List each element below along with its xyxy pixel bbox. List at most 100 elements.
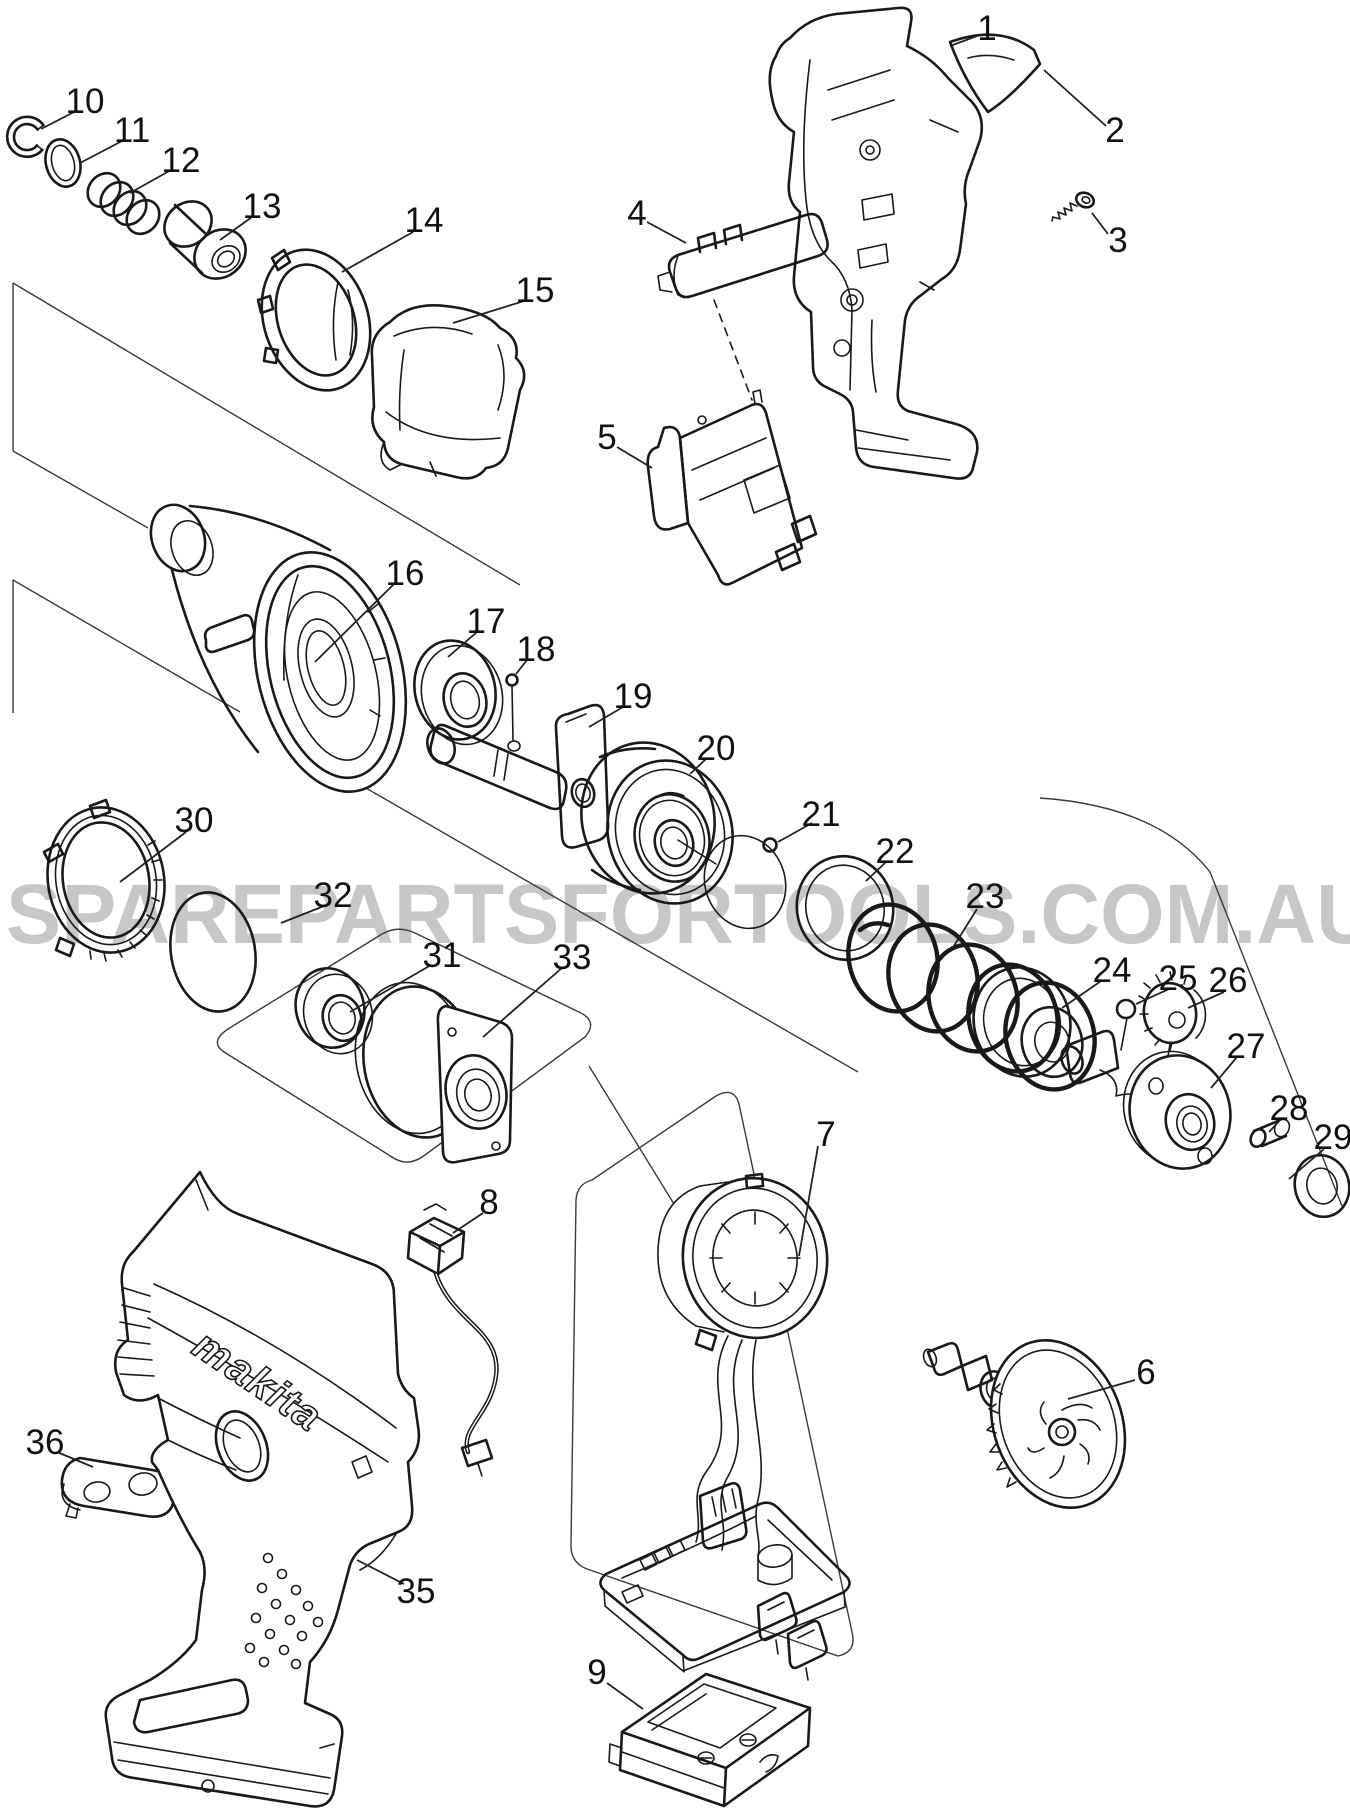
part-label-22: 22 <box>876 832 915 871</box>
leader-line-31 <box>349 964 432 1013</box>
part-16-hammer-case <box>149 503 408 793</box>
watermark-text: SPAREPARTSFORTOOLS.COM.AU <box>6 867 1350 961</box>
part-label-12: 12 <box>162 141 201 180</box>
part-label-35: 35 <box>397 1572 436 1611</box>
leader-line-9 <box>606 1682 644 1710</box>
part-8-lead-wire <box>406 1203 499 1477</box>
part-4-change-button <box>657 212 829 401</box>
leader-line-16 <box>314 583 395 663</box>
part-14-ring-bumper <box>256 248 372 392</box>
leader-line-18 <box>515 659 528 675</box>
part-label-7: 7 <box>816 1115 835 1154</box>
leader-line-22 <box>865 861 887 882</box>
part-35-housing: makita <box>104 1170 421 1808</box>
part-21-ball-cam-plate <box>703 834 787 930</box>
leader-line-14 <box>341 231 414 273</box>
part-label-36: 36 <box>26 1423 65 1462</box>
part-18-ball <box>505 673 521 752</box>
part-label-31: 31 <box>423 936 462 975</box>
leader-line-10 <box>40 110 77 130</box>
part-20-hammer <box>580 741 734 905</box>
leader-line-25 <box>1135 988 1170 1005</box>
part-3-screw <box>1051 191 1096 222</box>
leader-line-33 <box>482 966 564 1038</box>
leader-line-5 <box>616 446 653 469</box>
grip-dots <box>244 1552 324 1670</box>
part-label-10: 10 <box>66 82 105 121</box>
leader-line-19 <box>588 706 624 728</box>
part-label-13: 13 <box>243 187 282 226</box>
part-label-15: 15 <box>516 271 555 310</box>
part-label-14: 14 <box>405 201 444 240</box>
part-7-motor-assembly <box>599 1172 851 1681</box>
part-label-18: 18 <box>517 630 556 669</box>
part-17-washer <box>413 639 504 746</box>
part-22-ring <box>795 854 895 962</box>
leader-line-20 <box>689 758 707 775</box>
part-label-30: 30 <box>175 801 214 840</box>
part-label-23: 23 <box>966 877 1005 916</box>
part-label-28: 28 <box>1270 1089 1309 1128</box>
part-label-21: 21 <box>802 795 841 834</box>
leader-line-36 <box>56 1451 94 1468</box>
part-28-pin <box>1249 1118 1291 1148</box>
part-23-spring <box>846 902 1097 1092</box>
part-label-4: 4 <box>627 194 646 233</box>
leader-line-13 <box>219 216 253 241</box>
part-10-snap-ring <box>5 115 45 159</box>
leader-line-1 <box>949 35 978 47</box>
part-25-ball <box>1115 998 1137 1051</box>
part-label-1: 1 <box>977 9 996 48</box>
part-label-8: 8 <box>479 1183 498 1222</box>
part-1-housing-half <box>768 6 984 480</box>
leader-line-8 <box>452 1212 484 1234</box>
part-label-24: 24 <box>1093 951 1132 990</box>
part-33-anvil <box>354 981 514 1164</box>
part-5-switch <box>646 389 818 586</box>
leader-line-2 <box>1043 69 1107 127</box>
leader-line-17 <box>447 631 478 658</box>
part-24-washers <box>972 966 1084 1079</box>
leader-line-35 <box>356 1559 405 1585</box>
part-label-26: 26 <box>1209 961 1248 1000</box>
part-label-9: 9 <box>587 1653 606 1692</box>
part-label-29: 29 <box>1314 1118 1350 1157</box>
leader-line-6 <box>1067 1379 1136 1400</box>
group-boundary-lines <box>12 282 1343 1657</box>
leader-line-26 <box>1187 991 1225 1009</box>
part-label-17: 17 <box>467 602 506 641</box>
leader-line-32 <box>280 905 325 924</box>
leader-line-30 <box>119 831 187 883</box>
part-2-name-plate <box>948 33 1042 114</box>
part-label-20: 20 <box>697 729 736 768</box>
part-label-19: 19 <box>614 677 653 716</box>
part-label-2: 2 <box>1105 111 1124 150</box>
part-32-o-ring <box>169 891 257 1013</box>
part-label-16: 16 <box>386 554 425 593</box>
part-label-5: 5 <box>597 418 616 457</box>
leader-line-3 <box>1091 212 1109 235</box>
part-label-32: 32 <box>314 876 353 915</box>
part-12-spring <box>86 171 161 236</box>
leader-line-11 <box>79 140 123 164</box>
leader-line-7 <box>798 1145 819 1257</box>
part-9-terminal <box>608 1672 812 1808</box>
leader-line-4 <box>646 221 687 244</box>
part-label-11: 11 <box>114 111 150 150</box>
part-15-bumper <box>370 304 526 480</box>
part-11-ring <box>44 138 82 188</box>
part-6-rotor <box>922 1338 1127 1510</box>
leader-line-28 <box>1268 1118 1282 1133</box>
part-label-25: 25 <box>1159 959 1198 998</box>
leader-line-15 <box>452 300 525 324</box>
part-30-ring-gear <box>42 798 166 962</box>
leader-line-27 <box>1210 1056 1238 1089</box>
part-13-sleeve <box>163 200 247 280</box>
part-27-spindle <box>1060 1029 1232 1170</box>
leader-line-23 <box>951 908 978 950</box>
part-label-27: 27 <box>1227 1027 1266 1066</box>
part-29-washer <box>1293 1153 1350 1219</box>
